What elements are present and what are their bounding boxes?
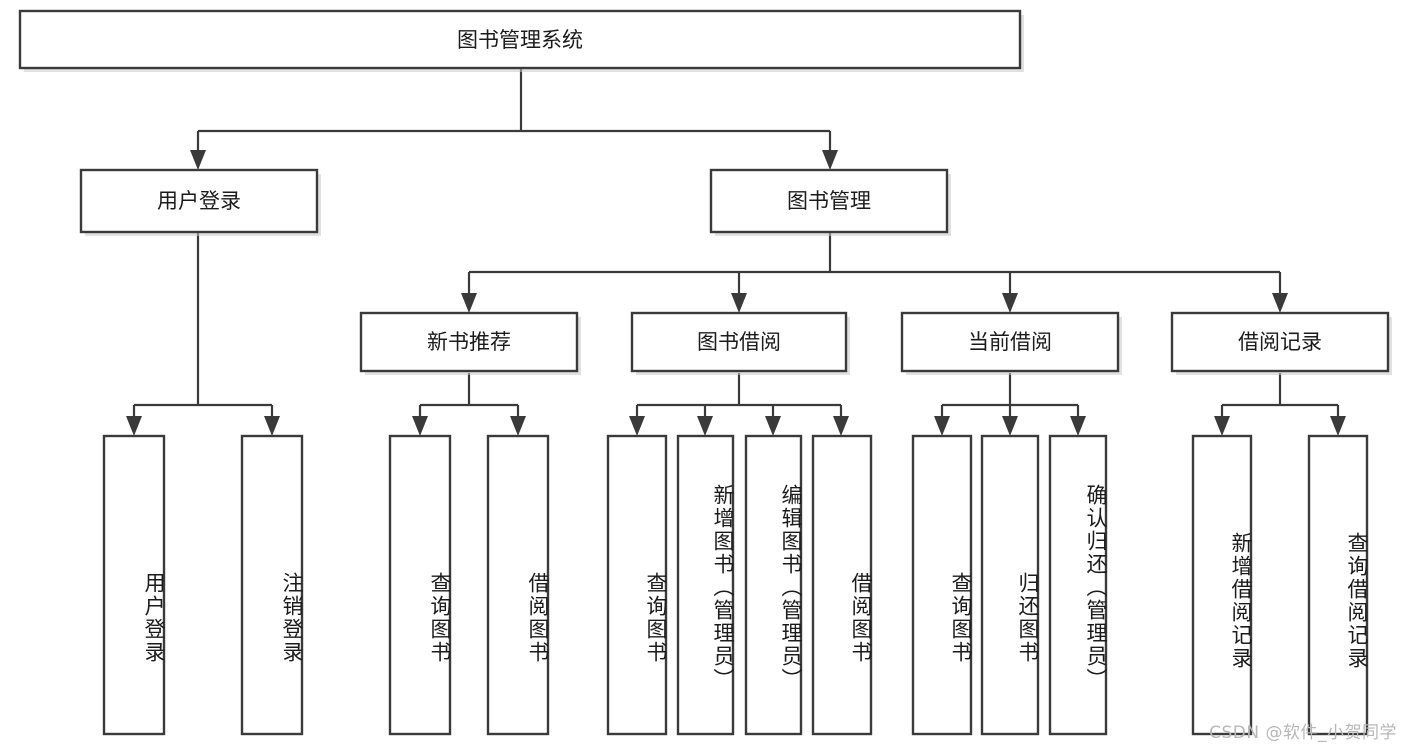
connector-group-user-login-to-leaves [126,232,280,436]
arrowhead-leaf-return-book [1002,416,1018,436]
node-current-borrow-label: 当前借阅 [968,330,1052,354]
leaf-rects [102,434,1369,736]
node-current-borrow-rect [900,311,1120,373]
node-book-management[interactable]: 图书管理 [709,168,951,236]
connector-group-current-borrow-to-leaves [934,373,1086,436]
node-user-login[interactable]: 用户登录 [79,168,321,236]
node-borrow-record[interactable]: 借阅记录 [1170,311,1392,375]
leaf-query-book-1-rect[interactable] [388,434,452,736]
arrowhead-leaf-borrow-book-2 [833,416,849,436]
leaf-query-book-2-rect[interactable] [606,434,668,736]
arrowhead-leaf-borrow-book-1 [510,416,526,436]
leaf-borrow-book-2-rect[interactable] [811,434,873,736]
leaf-user-login-rect[interactable] [102,434,166,736]
node-borrow-record-rect [1170,311,1390,373]
node-root-rect [18,9,1022,70]
node-book-management-label: 图书管理 [787,189,871,213]
arrowhead-leaf-add-record [1214,416,1230,436]
arrowhead-book-management [822,150,838,170]
leaf-query-book-3-rect[interactable] [911,434,973,736]
arrowhead-borrow-record [1272,293,1288,313]
arrowhead-leaf-query-book-1 [412,416,428,436]
leaf-logout-rect[interactable] [240,434,304,736]
node-root-label: 图书管理系统 [457,28,583,52]
node-user-login-rect [79,168,319,234]
csdn-watermark: CSDN @软件_小贺同学 [1209,723,1397,743]
leaf-edit-book-rect[interactable] [744,434,803,736]
leaf-add-book-rect[interactable] [676,434,735,736]
arrowhead-leaf-confirm-return [1070,416,1086,436]
arrowhead-book-borrow [731,293,747,313]
leaf-borrow-book-1-rect[interactable] [486,434,550,736]
arrowhead-leaf-logout [264,416,280,436]
arrowhead-user-login [190,150,206,170]
node-root[interactable]: 图书管理系统 [18,9,1024,72]
node-user-login-label: 用户登录 [157,189,241,213]
arrowhead-leaf-edit-book [765,416,781,436]
connector-group-new-book-to-leaves [412,373,526,436]
node-book-borrow-rect [630,311,848,373]
node-current-borrow[interactable]: 当前借阅 [900,311,1122,375]
arrowhead-current-borrow [1002,293,1018,313]
arrowhead-leaf-query-book-3 [934,416,950,436]
connector-group-root-to-level2 [190,68,838,170]
node-book-borrow-label: 图书借阅 [697,330,781,354]
node-new-book-recommend[interactable]: 新书推荐 [359,311,581,375]
node-new-book-recommend-label: 新书推荐 [427,330,511,354]
arrowhead-leaf-user-login [126,416,142,436]
node-book-management-rect [709,168,949,234]
node-new-book-recommend-rect [359,311,579,373]
leaf-confirm-return-rect[interactable] [1048,434,1108,736]
node-book-borrow[interactable]: 图书借阅 [630,311,850,375]
leaf-query-record-rect[interactable] [1307,434,1369,736]
node-borrow-record-label: 借阅记录 [1238,330,1322,354]
connector-group-book-borrow-to-leaves [629,373,849,436]
arrowhead-leaf-query-record [1330,416,1346,436]
leaf-return-book-rect[interactable] [980,434,1040,736]
arrowhead-leaf-add-book [697,416,713,436]
connector-group-borrow-record-to-leaves [1214,373,1346,436]
arrowhead-new-book [461,293,477,313]
connector-group-book-management-to-level3 [461,232,1288,313]
arrowhead-leaf-query-book-2 [629,416,645,436]
leaf-add-record-rect[interactable] [1191,434,1253,736]
